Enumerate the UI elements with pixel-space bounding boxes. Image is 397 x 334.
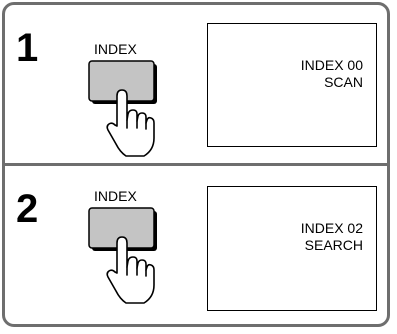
step-2-display-text: INDEX 02 SEARCH [301,220,363,254]
step-2-display-line1: INDEX 02 [300,220,363,236]
step-1-display-screen: INDEX 00 SCAN [207,23,377,147]
step-1-button-label: INDEX [94,41,137,57]
step-2-display-line2: SEARCH [304,237,363,253]
step-2-display-screen: INDEX 02 SEARCH [207,186,377,311]
step-1-display-line2: SCAN [324,74,363,90]
step-2-button-press-illustration [88,207,157,304]
step-1-display-text: INDEX 00 SCAN [301,57,363,91]
step-divider [2,163,390,166]
step-1-number: 1 [16,26,39,70]
step-1-button-press-illustration [88,60,157,157]
step-2-button-label: INDEX [94,188,137,204]
step-2-number: 2 [16,187,39,231]
step-1-display-line1: INDEX 00 [300,57,363,73]
pointing-hand-icon [106,236,155,304]
pointing-hand-icon [106,89,155,157]
